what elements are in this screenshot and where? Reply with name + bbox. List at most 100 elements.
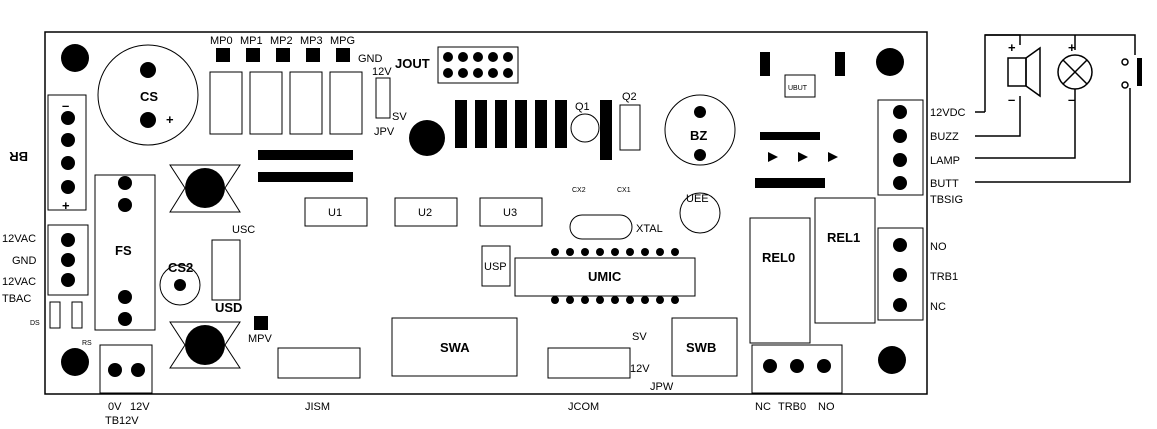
- svg-text:–: –: [1068, 92, 1075, 107]
- buzzer: [664, 94, 736, 166]
- svg-text:CX2: CX2: [572, 187, 586, 194]
- svg-text:LAMP: LAMP: [930, 155, 960, 167]
- svg-text:12V: 12V: [130, 401, 150, 413]
- transistor-q2: [619, 104, 641, 151]
- svg-text:+: +: [62, 198, 70, 213]
- jcom-header: [547, 347, 631, 379]
- svg-text:GND: GND: [358, 53, 383, 65]
- svg-text:NO: NO: [930, 241, 947, 253]
- svg-text:MP2: MP2: [270, 35, 293, 47]
- jout-header: [437, 46, 519, 84]
- jpv-label: JPV: [374, 126, 395, 138]
- svg-text:REL1: REL1: [827, 230, 860, 245]
- mounting-hole: [61, 348, 89, 376]
- bz-label: BZ: [690, 128, 707, 143]
- tb12v-terminal: [99, 344, 153, 394]
- sv-label: SV: [392, 111, 407, 123]
- svg-text:–: –: [62, 98, 69, 113]
- label-12vac-2: 12VAC: [2, 276, 36, 288]
- trb1-terminal: [877, 227, 924, 321]
- svg-text:CX1: CX1: [617, 187, 631, 194]
- mounting-hole: [61, 44, 89, 72]
- regulator-bolt: [185, 168, 225, 208]
- bridge-rectifier: [47, 94, 87, 211]
- svg-text:MP1: MP1: [240, 35, 263, 47]
- svg-text:+: +: [1068, 40, 1076, 55]
- svg-text:BUTT: BUTT: [930, 178, 959, 190]
- br-label: BR: [9, 149, 28, 164]
- tbac-terminal: [47, 224, 89, 296]
- svg-text:MP0: MP0: [210, 35, 233, 47]
- svg-text:U1: U1: [328, 207, 342, 219]
- svg-text:+: +: [1008, 40, 1016, 55]
- ic-u2: [394, 197, 458, 227]
- label-gnd: GND: [12, 255, 37, 267]
- svg-text:USP: USP: [484, 261, 507, 273]
- trb0-terminal: [751, 344, 843, 394]
- svg-text:UBUT: UBUT: [788, 85, 808, 92]
- label-tbac: TBAC: [2, 293, 31, 305]
- svg-text:Q2: Q2: [622, 91, 637, 103]
- svg-text:TRB0: TRB0: [778, 401, 806, 413]
- usd-label: USD: [215, 300, 242, 315]
- svg-text:JCOM: JCOM: [568, 401, 599, 413]
- cs2-label: CS2: [168, 260, 193, 275]
- crystal: [569, 214, 633, 240]
- svg-text:12VDC: 12VDC: [930, 107, 966, 119]
- switch-swa: [391, 317, 518, 377]
- svg-text:SWA: SWA: [440, 340, 470, 355]
- usc-label: USC: [232, 224, 255, 236]
- svg-text:XTAL: XTAL: [636, 223, 663, 235]
- svg-text:+: +: [166, 112, 174, 127]
- capacitor-cs: [97, 44, 199, 146]
- external-wiring: [975, 34, 1136, 183]
- svg-text:UMIC: UMIC: [588, 269, 622, 284]
- jism-header: [277, 347, 361, 379]
- svg-text:NO: NO: [818, 401, 835, 413]
- mounting-hole: [876, 48, 904, 76]
- svg-text:TRB1: TRB1: [930, 271, 958, 283]
- svg-text:Q1: Q1: [575, 101, 590, 113]
- tbsig-terminal: [877, 99, 924, 196]
- svg-text:BUZZ: BUZZ: [930, 131, 959, 143]
- fs-label: FS: [115, 243, 132, 258]
- svg-text:U3: U3: [503, 207, 517, 219]
- mounting-hole: [409, 120, 445, 156]
- svg-text:U2: U2: [418, 207, 432, 219]
- svg-text:MPG: MPG: [330, 35, 355, 47]
- relay-rel0: [749, 217, 811, 344]
- label-rs: RS: [82, 340, 92, 347]
- svg-text:12V: 12V: [372, 66, 392, 78]
- ubut: [784, 74, 816, 98]
- svg-text:SWB: SWB: [686, 340, 716, 355]
- svg-text:NC: NC: [930, 301, 946, 313]
- capacitor-cs2: [159, 264, 201, 306]
- svg-text:JPW: JPW: [650, 381, 674, 393]
- svg-text:JOUT: JOUT: [395, 56, 430, 71]
- svg-text:REL0: REL0: [762, 250, 795, 265]
- ic-u3: [479, 197, 543, 227]
- svg-text:TBSIG: TBSIG: [930, 194, 963, 206]
- mounting-hole: [878, 346, 906, 374]
- switch-swb: [671, 317, 738, 377]
- transistor-q1: [570, 113, 600, 143]
- fuse-holder: [94, 174, 156, 331]
- ic-u1: [304, 197, 368, 227]
- relay-rel1: [814, 197, 876, 324]
- board-outline: [44, 31, 928, 395]
- svg-text:0V: 0V: [108, 401, 122, 413]
- ic-umic: [514, 257, 696, 297]
- svg-text:SV: SV: [632, 331, 647, 343]
- mpv-label: MPV: [248, 333, 273, 345]
- svg-text:MP3: MP3: [300, 35, 323, 47]
- svg-text:12V: 12V: [630, 363, 650, 375]
- svg-text:NC: NC: [755, 401, 771, 413]
- svg-text:JISM: JISM: [305, 401, 330, 413]
- svg-text:UEE: UEE: [686, 193, 709, 205]
- mp-connectors: MP0 MP1 MP2 MP3 MPG GND 12V JOUT: [210, 35, 430, 78]
- label-ds: DS: [30, 320, 40, 327]
- svg-text:TB12V: TB12V: [105, 415, 139, 427]
- svg-text:–: –: [1008, 92, 1015, 107]
- cs-label: CS: [140, 89, 158, 104]
